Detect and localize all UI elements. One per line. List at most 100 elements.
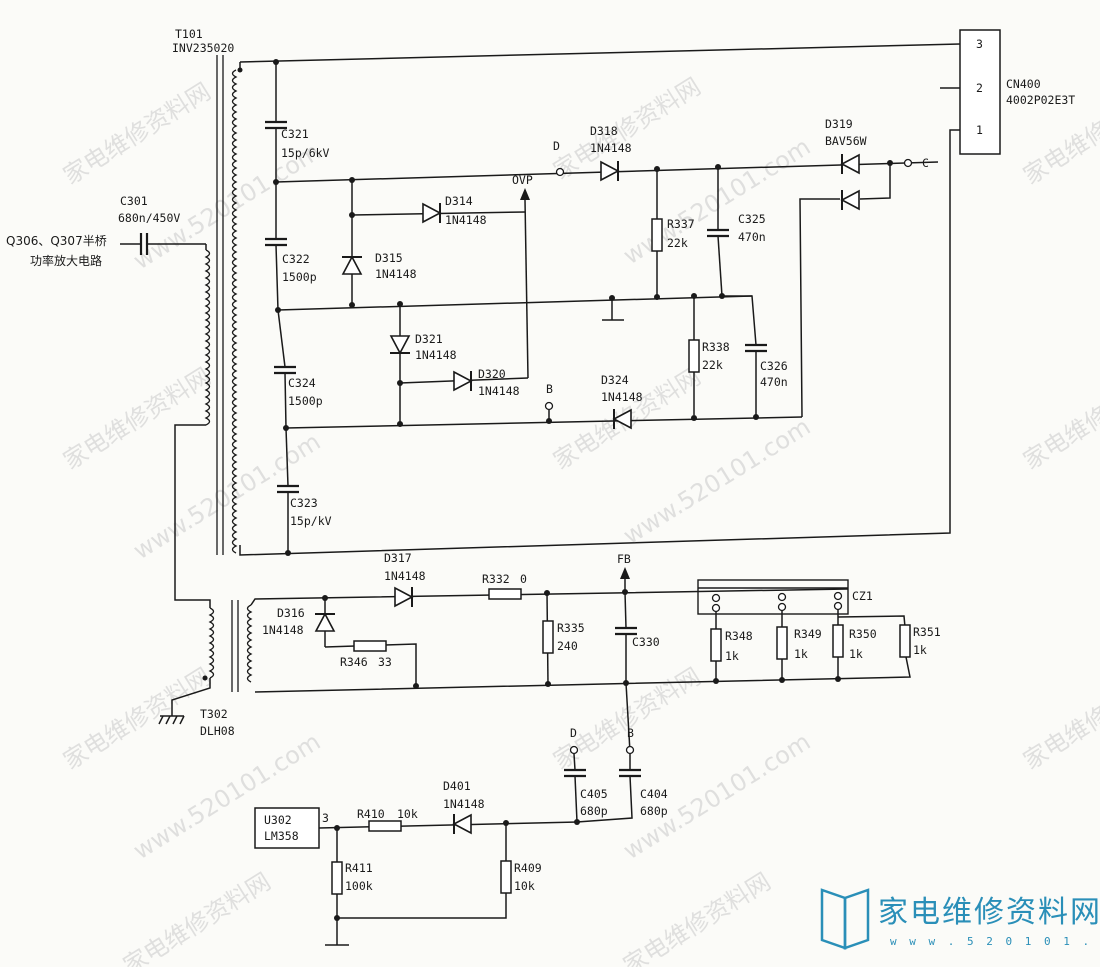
watermark-text: 家电维修资料网 — [58, 77, 215, 190]
d401-ref: D401 — [443, 779, 471, 793]
d320-ref: D320 — [478, 367, 506, 381]
watermark-url: www.520101.com — [618, 413, 815, 551]
r350-ref: R350 — [849, 627, 877, 641]
node-ovp: OVP — [512, 173, 533, 187]
site-logo: 家电维修资料网 w w w . 5 2 0 1 0 1 . c o m — [820, 888, 1100, 950]
watermark-text: 家电维修资料网 — [1018, 362, 1100, 475]
c322-ref: C322 — [282, 252, 310, 266]
d320-value: 1N4148 — [478, 384, 520, 398]
r337-value: 22k — [667, 236, 688, 250]
d321-ref: D321 — [415, 332, 443, 346]
r410-ref: R410 — [357, 807, 385, 821]
d318-ref: D318 — [590, 124, 618, 138]
r332-value: 0 — [520, 572, 527, 586]
node-fb: FB — [617, 552, 631, 566]
c324-value: 1500p — [288, 394, 323, 408]
d315-ref: D315 — [375, 251, 403, 265]
c301-value: 680n/450V — [118, 211, 180, 225]
d324-value: 1N4148 — [601, 390, 643, 404]
watermark-url: www.520101.com — [618, 133, 815, 271]
c324-ref: C324 — [288, 376, 316, 390]
c321-value: 15p/6kV — [281, 146, 330, 160]
c330-ref: C330 — [632, 635, 660, 649]
cn400-pin1: 1 — [976, 123, 983, 137]
t302-part: DLH08 — [200, 724, 235, 738]
watermark-text: 家电维修资料网 — [58, 662, 215, 775]
cn400-pin2: 2 — [976, 81, 983, 95]
c405-value: 680p — [580, 804, 608, 818]
d401-value: 1N4148 — [443, 797, 485, 811]
c322-value: 1500p — [282, 270, 317, 284]
feedback-network: D316 1N4148 R346 33 D317 1N4148 R332 0 F… — [250, 551, 911, 753]
c323-ref: C323 — [290, 496, 318, 510]
hv-secondary-network: C321 15p/6kV D D318 1N4148 C D319 BAV56W… — [239, 43, 961, 556]
u302-ref: U302 — [264, 813, 292, 827]
watermark-text: 家电维修资料网 — [58, 362, 215, 475]
logo-name: 家电维修资料网 — [878, 895, 1100, 930]
r411-ref: R411 — [345, 861, 373, 875]
d324-ref: D324 — [601, 373, 629, 387]
r349-ref: R349 — [794, 627, 822, 641]
watermark-text: 家电维修资料网 — [548, 72, 705, 185]
r411-value: 100k — [345, 879, 373, 893]
d319-ref: D319 — [825, 117, 853, 131]
input-source-line1: Q306、Q307半桥 — [6, 234, 107, 248]
node-c: C — [922, 156, 929, 170]
r410-value: 10k — [397, 807, 418, 821]
c325-value: 470n — [738, 230, 766, 244]
watermark-text: 家电维修资料网 — [1018, 662, 1100, 775]
u302-pin: 3 — [322, 811, 329, 825]
r337-ref: R337 — [667, 217, 695, 231]
d318-value: 1N4148 — [590, 141, 632, 155]
connector-cn400: 3 2 1 CN400 4002P02E3T — [959, 29, 1075, 155]
watermark-layer: 家电维修资料网 www.520101.com 家电维修资料网 www.52010… — [58, 72, 1100, 967]
d317-ref: D317 — [384, 551, 412, 565]
c404-ref: C404 — [640, 787, 668, 801]
logo-url: w w w . 5 2 0 1 0 1 . c o m — [890, 935, 1100, 948]
r346-value: 33 — [378, 655, 392, 669]
u302-part: LM358 — [264, 829, 299, 843]
transformer-t302: T302 DLH08 — [158, 600, 253, 738]
input-source-line2: 功率放大电路 — [30, 253, 102, 268]
c405-ref: C405 — [580, 787, 608, 801]
r351-value: 1k — [913, 643, 927, 657]
cn400-part: 4002P02E3T — [1006, 93, 1075, 107]
watermark-text: 家电维修资料网 — [118, 867, 275, 967]
r338-ref: R338 — [702, 340, 730, 354]
c404-value: 680p — [640, 804, 668, 818]
t101-part: INV235020 — [172, 41, 234, 55]
r350-value: 1k — [849, 647, 863, 661]
cn400-pin3: 3 — [976, 37, 983, 51]
book-icon — [820, 888, 870, 950]
d317-value: 1N4148 — [384, 569, 426, 583]
c323-value: 15p/kV — [290, 514, 332, 528]
d316-value: 1N4148 — [262, 623, 304, 637]
r346-ref: R346 — [340, 655, 368, 669]
cz1-ref: CZ1 — [852, 589, 873, 603]
c321-ref: C321 — [281, 127, 309, 141]
r348-value: 1k — [725, 649, 739, 663]
node-b-bottom: B — [627, 726, 634, 740]
d316-ref: D316 — [277, 606, 305, 620]
transformer-t101: T101 INV235020 — [172, 27, 243, 555]
d314-ref: D314 — [445, 194, 473, 208]
t101-ref: T101 — [175, 27, 203, 41]
cn400-ref: CN400 — [1006, 77, 1041, 91]
jumper-cz1: CZ1 R348 1k R349 1k R350 1k R351 1k — [697, 579, 941, 681]
node-d-bottom: D — [570, 726, 577, 740]
c326-ref: C326 — [760, 359, 788, 373]
c325-ref: C325 — [738, 212, 766, 226]
r335-ref: R335 — [557, 621, 585, 635]
node-d-top: D — [553, 139, 560, 153]
r409-value: 10k — [514, 879, 535, 893]
input-section: Q306、Q307半桥 功率放大电路 C301 680n/450V — [6, 194, 211, 608]
r332-ref: R332 — [482, 572, 510, 586]
d321-value: 1N4148 — [415, 348, 457, 362]
r335-value: 240 — [557, 639, 578, 653]
watermark-text: 家电维修资料网 — [618, 867, 775, 967]
r351-ref: R351 — [913, 625, 941, 639]
r348-ref: R348 — [725, 629, 753, 643]
t302-ref: T302 — [200, 707, 228, 721]
watermark-text: 家电维修资料网 — [548, 662, 705, 775]
